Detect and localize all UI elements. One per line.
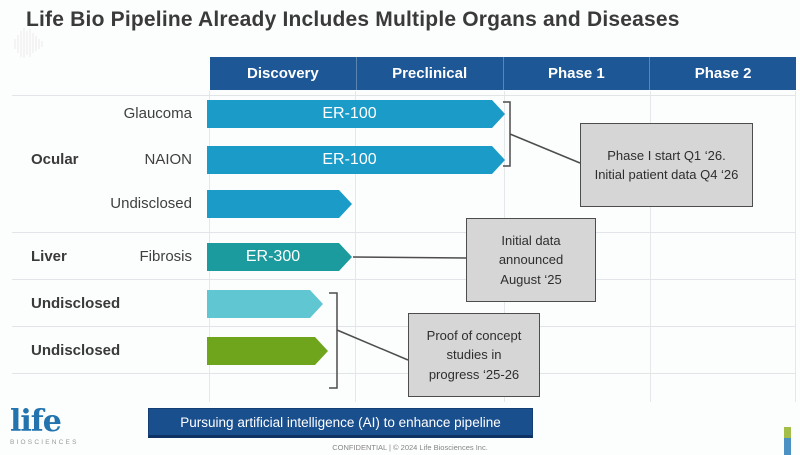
phase-header-row: Discovery Preclinical Phase 1 Phase 2 [210,57,796,90]
slide-title: Life Bio Pipeline Already Includes Multi… [26,8,680,31]
grid-line-vertical [650,91,651,402]
organ-label-ocular: Ocular [31,151,79,168]
grid-line-vertical [795,91,796,402]
grid-line-horizontal [12,95,796,96]
organ-label-undisclosed-1: Undisclosed [31,295,121,312]
indication-label-naion: NAION [144,151,192,168]
callout-initial-data: Initial data announced August ‘25 [466,218,596,302]
connector-to-poc-callout [336,329,409,361]
waveform-artifact [14,28,43,58]
logo-wordmark: life [10,404,62,439]
connector-to-phase1-callout [509,133,581,164]
column-header-phase1: Phase 1 [502,57,650,90]
confidential-footer: CONFIDENTIAL | © 2024 Life Biosciences I… [332,443,488,452]
scrubber-green-segment [784,427,791,438]
ai-banner: Pursuing artificial intelligence (AI) to… [148,408,533,438]
callout-phase1-start: Phase I start Q1 ‘26. Initial patient da… [580,123,753,207]
callout-proof-of-concept: Proof of concept studies in progress ‘25… [408,313,540,397]
logo-subtext: BIOSCIENCES [10,439,79,446]
grid-line-horizontal [12,279,796,280]
pipeline-bar-fibrosis-er300: ER-300 [207,243,352,271]
scrubber-blue-segment [784,438,791,455]
pipeline-bar-glaucoma-er100: ER-100 [207,100,505,128]
pipeline-bar-undisclosed-1 [207,290,323,318]
grid-line-horizontal [12,326,796,327]
grid-line-horizontal [12,232,796,233]
connector-to-initial-data-callout [352,256,467,259]
grid-line-horizontal [12,373,796,374]
indication-label-fibrosis: Fibrosis [139,248,192,265]
column-header-phase2: Phase 2 [649,57,796,90]
indication-label-glaucoma: Glaucoma [123,105,192,122]
indication-label-undisclosed: Undisclosed [110,195,192,212]
organ-label-liver: Liver [31,248,67,265]
organ-label-undisclosed-2: Undisclosed [31,342,121,359]
pipeline-bar-naion-er100: ER-100 [207,146,505,174]
column-header-preclinical: Preclinical [355,57,503,90]
pipeline-bar-ocular-undisclosed [207,190,352,218]
life-biosciences-logo: life BIOSCIENCES [10,404,79,447]
grid-line-vertical [355,91,356,402]
video-scrubber-artifact [784,427,791,455]
pipeline-bar-undisclosed-2 [207,337,328,365]
column-header-discovery: Discovery [247,65,319,82]
